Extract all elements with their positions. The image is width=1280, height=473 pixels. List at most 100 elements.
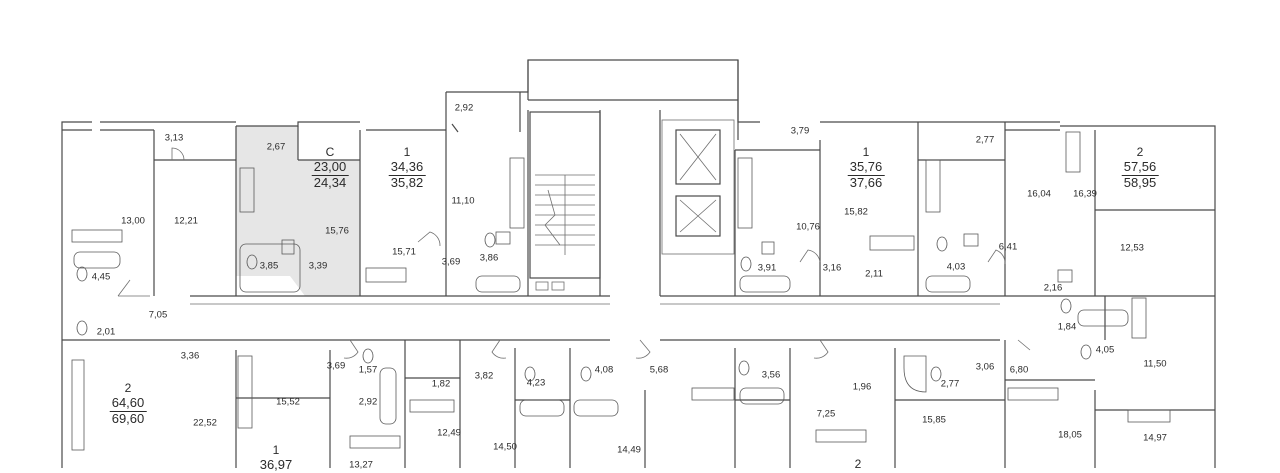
selected-apartment-fill [236,126,360,296]
room-area: 22,52 [193,417,217,429]
room-area: 3,13 [164,132,184,144]
apartment-total-area: 58,95 [1123,174,1157,190]
kitchen-counters [71,131,1171,451]
room-area: 1,82 [431,378,451,390]
wall [445,92,521,133]
room-area: 2,77 [975,134,995,146]
stair-arrow [544,189,561,246]
bathtubs [73,243,1129,425]
apartment-living-area: 34,36 [388,158,426,176]
room-area: 1,84 [1057,321,1077,333]
apartment-living-area: 35,76 [847,158,885,176]
room-area: 3,06 [975,361,995,373]
room-area: 13,00 [121,215,145,227]
apartment-label: 2 64,60 69,60 [109,381,147,427]
apartment-living-area: 57,56 [1121,158,1159,176]
room-area: 14,49 [617,444,641,456]
elevator-hall [661,119,735,255]
room-area: 15,71 [392,246,416,258]
room-area: 4,45 [91,271,111,283]
room-area: 6,80 [1009,364,1029,376]
stairs [535,174,595,255]
room-area: 15,85 [922,414,946,426]
room-area: 3,56 [761,369,781,381]
room-area: 2,67 [266,141,286,153]
room-area: 1,96 [852,381,872,393]
room-area: 2,92 [454,102,474,114]
room-area: 4,05 [1095,344,1115,356]
apartment-rooms: 1 [272,443,280,457]
apartment-label: 1 36,97 [258,443,295,473]
room-area: 7,05 [148,309,168,321]
room-area: 1,57 [358,364,378,376]
wall [527,60,739,140]
room-area: 2,16 [1043,282,1063,294]
room-area: 12,49 [437,427,461,439]
apartment-label: 1 35,76 37,66 [847,145,885,191]
room-area: 15,82 [844,206,868,218]
room-area: 5,68 [649,364,669,376]
room-area: 3,85 [259,260,279,272]
apartment-rooms: 1 [403,145,411,159]
elevator-cross [679,199,717,233]
apartment-living-area: 23,00 [311,158,349,176]
plumbing-fixtures [76,231,1092,393]
apartment-living-area: 36,97 [259,456,293,472]
room-area: 2,11 [865,268,883,280]
door-swings [117,147,1031,359]
room-area: 4,23 [526,377,546,389]
room-area: 3,69 [326,360,346,372]
room-area: 2,01 [96,326,116,338]
room-area: 4,03 [946,261,966,273]
elevator-shaft [675,195,721,237]
room-area: 3,69 [441,256,461,268]
apartment-label: С 23,00 24,34 [311,145,349,191]
apartment-rooms: 1 [862,145,870,159]
room-area: 13,27 [349,459,373,471]
room-area: 14,97 [1143,432,1167,444]
room-area: 16,39 [1073,188,1097,200]
outer-wall [61,59,1216,468]
apartment-total-area: 24,34 [313,174,347,190]
elevator-shaft [675,129,721,185]
apartment-rooms: 2 [1136,145,1144,159]
room-area: 10,76 [796,221,820,233]
room-area: 3,79 [790,125,810,137]
apartment-rooms: С [325,145,335,159]
room-area: 11,10 [451,195,475,207]
apartment-label: 2 57,56 58,95 [1121,145,1159,191]
shaft [551,281,565,291]
room-area: 12,21 [174,215,198,227]
wall [62,296,1106,468]
room-area: 3,91 [757,262,777,274]
room-area: 12,53 [1120,242,1144,254]
wall [62,129,1215,211]
apartment-label: 2 [854,457,862,472]
room-area: 18,05 [1058,429,1082,441]
elevator-cross [679,133,717,181]
room-area: 4,08 [594,364,614,376]
room-area: 2,92 [358,396,378,408]
room-area: 7,25 [816,408,836,420]
apartment-rooms: 2 [854,457,862,471]
apartment-total-area: 69,60 [111,410,145,426]
apartment-label: 1 34,36 35,82 [388,145,426,191]
room-area: 14,50 [493,441,517,453]
room-area: 15,52 [276,396,300,408]
stairwell [529,111,601,279]
room-area: 3,36 [180,350,200,362]
room-area: 3,16 [822,262,842,274]
room-area: 2,77 [940,378,960,390]
room-area: 3,39 [308,260,328,272]
shaft [535,281,549,291]
room-area: 16,04 [1027,188,1051,200]
room-area: 3,86 [479,252,499,264]
apartment-living-area: 64,60 [109,394,147,412]
apartment-rooms: 2 [124,381,132,395]
corridor-wall [190,295,1215,341]
room-area: 15,76 [325,225,349,237]
room-area: 11,50 [1143,358,1167,370]
apartment-total-area: 37,66 [849,174,883,190]
wall [236,377,1215,411]
